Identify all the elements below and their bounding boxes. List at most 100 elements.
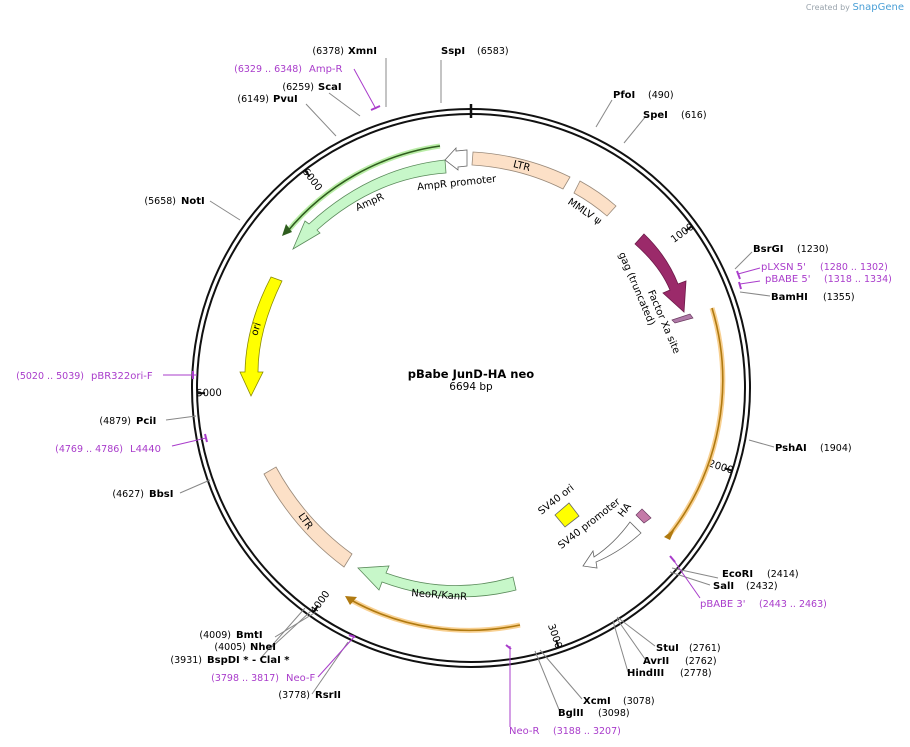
primer-name[interactable]: Neo-R — [509, 726, 540, 737]
enzyme-name[interactable]: NotI — [181, 196, 205, 207]
enzyme-position: (2761) — [689, 643, 721, 654]
enzyme-position: (3078) — [623, 696, 655, 707]
credit-brand: SnapGene — [852, 2, 904, 13]
enzyme-name[interactable]: SalI — [713, 581, 734, 592]
enzyme-position: (2432) — [746, 581, 778, 592]
enzyme-name[interactable]: StuI — [656, 643, 679, 654]
enzyme-position: (2414) — [767, 569, 799, 580]
primer-name[interactable]: pBABE 5' — [765, 274, 811, 285]
feature-ori[interactable] — [239, 276, 283, 397]
enzyme-position: (2762) — [685, 656, 717, 667]
feature-gag-label: gag (truncated) — [616, 251, 657, 328]
enzyme-position: (4627) — [112, 489, 144, 500]
feature-sv40-promoter[interactable] — [582, 521, 642, 569]
enzyme-position: (1230) — [797, 244, 829, 255]
primer-range: (6329 .. 6348) — [234, 64, 302, 75]
feature-ha[interactable] — [635, 508, 652, 524]
feature-gag[interactable] — [634, 233, 687, 313]
enzyme-position: (6149) — [237, 94, 269, 105]
primer-range: (3188 .. 3207) — [553, 726, 621, 737]
feature-mmlv-psi[interactable] — [573, 180, 617, 217]
enzyme-position: (6583) — [477, 46, 509, 57]
enzyme-position: (3931) — [170, 655, 202, 666]
feature-ltr-top-label: LTR — [512, 159, 531, 174]
enzyme-position: (490) — [648, 90, 674, 101]
primer-range: (1318 .. 1334) — [824, 274, 892, 285]
feature-ltr-bottom[interactable] — [263, 466, 353, 568]
feature-ampr-promoter[interactable] — [444, 146, 468, 171]
primer-name[interactable]: pLXSN 5' — [761, 262, 806, 273]
enzyme-name[interactable]: PciI — [136, 416, 156, 427]
enzyme-lines — [165, 58, 775, 713]
orf-bottom-head — [345, 596, 357, 605]
enzyme-name[interactable]: RsrII — [315, 690, 341, 701]
feature-ampr[interactable] — [292, 159, 447, 250]
tick-mark — [304, 169, 311, 178]
enzyme-name[interactable]: EcoRI — [722, 569, 753, 580]
tick-mark — [724, 467, 733, 472]
enzyme-name[interactable]: PvuI — [273, 94, 298, 105]
feature-ampr-promoter-label: AmpR promoter — [417, 174, 498, 193]
enzyme-position: (3098) — [598, 708, 630, 719]
tick-label: 4000 — [309, 589, 333, 616]
enzyme-name[interactable]: PshAI — [775, 443, 807, 454]
tick-mark — [312, 605, 319, 613]
enzyme-name[interactable]: ScaI — [318, 82, 342, 93]
enzyme-position: (3778) — [278, 690, 310, 701]
primer-marks — [192, 105, 742, 650]
enzyme-name[interactable]: XcmI — [583, 696, 611, 707]
feature-factor-xa[interactable] — [671, 313, 694, 324]
primer-lines — [163, 68, 761, 727]
enzyme-position: (4009) — [199, 630, 231, 641]
orf-right-head — [664, 528, 675, 540]
enzyme-name[interactable]: BglII — [558, 708, 584, 719]
enzyme-name[interactable]: SspI — [441, 46, 465, 57]
primer-name[interactable]: pBR322ori-F — [91, 371, 153, 382]
credit-prefix: Created by — [805, 3, 850, 12]
feature-neor[interactable] — [357, 565, 517, 598]
tick-label: 5000 — [196, 388, 222, 399]
enzyme-position: (1904) — [820, 443, 852, 454]
enzyme-name[interactable]: PfoI — [613, 90, 635, 101]
enzyme-name[interactable]: HindIII — [627, 668, 664, 679]
primer-name[interactable]: pBABE 3' — [700, 599, 746, 610]
tick-mark — [685, 225, 693, 232]
enzyme-labels: SspI (6583) (6378) XmnI (6259) ScaI (614… — [99, 46, 854, 719]
primer-name[interactable]: Amp-R — [309, 64, 343, 75]
orf-right[interactable] — [669, 307, 724, 535]
orf-bottom-glow — [349, 597, 521, 633]
orf-bottom[interactable] — [350, 599, 521, 632]
enzyme-name[interactable]: BamHI — [771, 292, 808, 303]
enzyme-name[interactable]: BbsI — [149, 489, 173, 500]
plasmid-size: 6694 bp — [449, 381, 493, 393]
enzyme-position: (4005) — [214, 642, 246, 653]
enzyme-position: (6259) — [282, 82, 314, 93]
enzyme-name[interactable]: NheI — [250, 642, 276, 653]
tick-label: 6000 — [300, 166, 324, 193]
feature-neor-label: NeoR/KanR — [411, 588, 468, 603]
tick-label: 1000 — [669, 222, 696, 246]
primer-range: (1280 .. 1302) — [820, 262, 888, 273]
enzyme-position: (5658) — [144, 196, 176, 207]
enzyme-position: (6378) — [312, 46, 344, 57]
feature-sv40-ori[interactable] — [554, 502, 580, 528]
enzyme-name[interactable]: SpeI — [643, 110, 668, 121]
enzyme-name[interactable]: XmnI — [348, 46, 377, 57]
primer-labels: (6329 .. 6348) Amp-R pLXSN 5' (1280 .. 1… — [16, 64, 892, 737]
enzyme-name[interactable]: BspDI * - ClaI * — [207, 655, 290, 666]
enzyme-position: (2778) — [680, 668, 712, 679]
primer-name[interactable]: Neo-F — [286, 673, 316, 684]
primer-name[interactable]: L4440 — [130, 444, 161, 455]
feature-ltr-top[interactable] — [471, 151, 571, 190]
feature-ori-label: ori — [249, 321, 263, 337]
enzyme-position: (4879) — [99, 416, 131, 427]
orf-green[interactable] — [286, 145, 441, 233]
enzyme-name[interactable]: BmtI — [236, 630, 263, 641]
primer-range: (3798 .. 3817) — [211, 673, 279, 684]
orf-green-head — [282, 224, 292, 236]
plasmid-name: pBabe JunD-HA neo — [408, 367, 534, 381]
enzyme-name[interactable]: BsrGI — [753, 244, 783, 255]
enzyme-name[interactable]: AvrII — [643, 656, 669, 667]
